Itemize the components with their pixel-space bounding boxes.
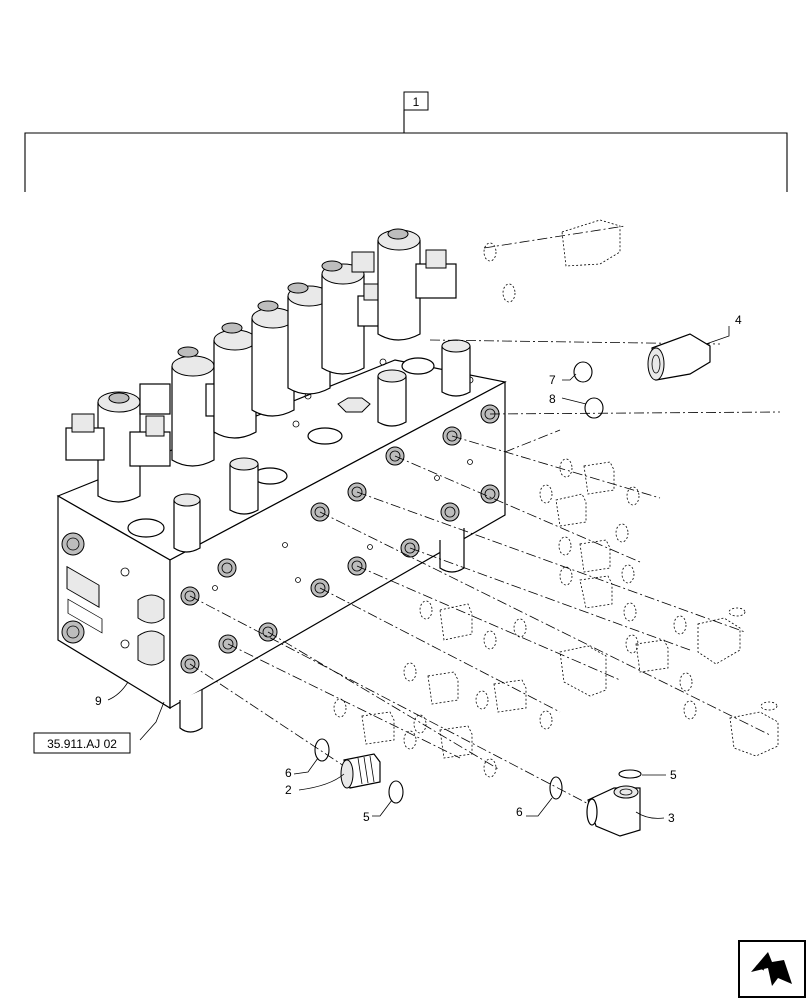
callout-9[interactable]: 9 [95, 694, 102, 708]
callout-7[interactable]: 7 [549, 373, 556, 387]
callout-labels: 4 7 8 6 2 5 6 5 3 9 [95, 313, 742, 825]
leader-lines [107, 326, 730, 819]
o-ring-8 [584, 397, 604, 419]
reference-link[interactable]: 35.911.AJ 02 [33, 732, 131, 754]
callout-8[interactable]: 8 [549, 392, 556, 406]
assembly-centerlines [189, 225, 781, 811]
callout-4[interactable]: 4 [735, 313, 742, 327]
assembly-callout-1[interactable]: 1 [413, 95, 420, 109]
phantom-fittings [333, 219, 779, 778]
o-ring-6-left [314, 738, 330, 762]
o-ring-7 [573, 361, 593, 383]
top-face-details [127, 357, 474, 538]
callout-2[interactable]: 2 [285, 783, 292, 797]
solenoid-coils[interactable] [65, 228, 457, 503]
cartridge-valves [173, 339, 471, 553]
o-ring-5-left [388, 780, 404, 804]
o-ring-6-right [549, 776, 563, 800]
reference-label[interactable]: 35.911.AJ 02 [47, 737, 117, 751]
callout-5-left[interactable]: 5 [363, 810, 370, 824]
o-ring-5-right [618, 769, 642, 779]
callout-3[interactable]: 3 [668, 811, 675, 825]
next-page-arrow-icon[interactable] [738, 940, 806, 998]
assembly-bracket: 1 [24, 91, 788, 192]
callout-5-right[interactable]: 5 [670, 768, 677, 782]
solid-parts[interactable] [314, 333, 711, 837]
callout-6-left[interactable]: 6 [285, 766, 292, 780]
callout-6-right[interactable]: 6 [516, 805, 523, 819]
